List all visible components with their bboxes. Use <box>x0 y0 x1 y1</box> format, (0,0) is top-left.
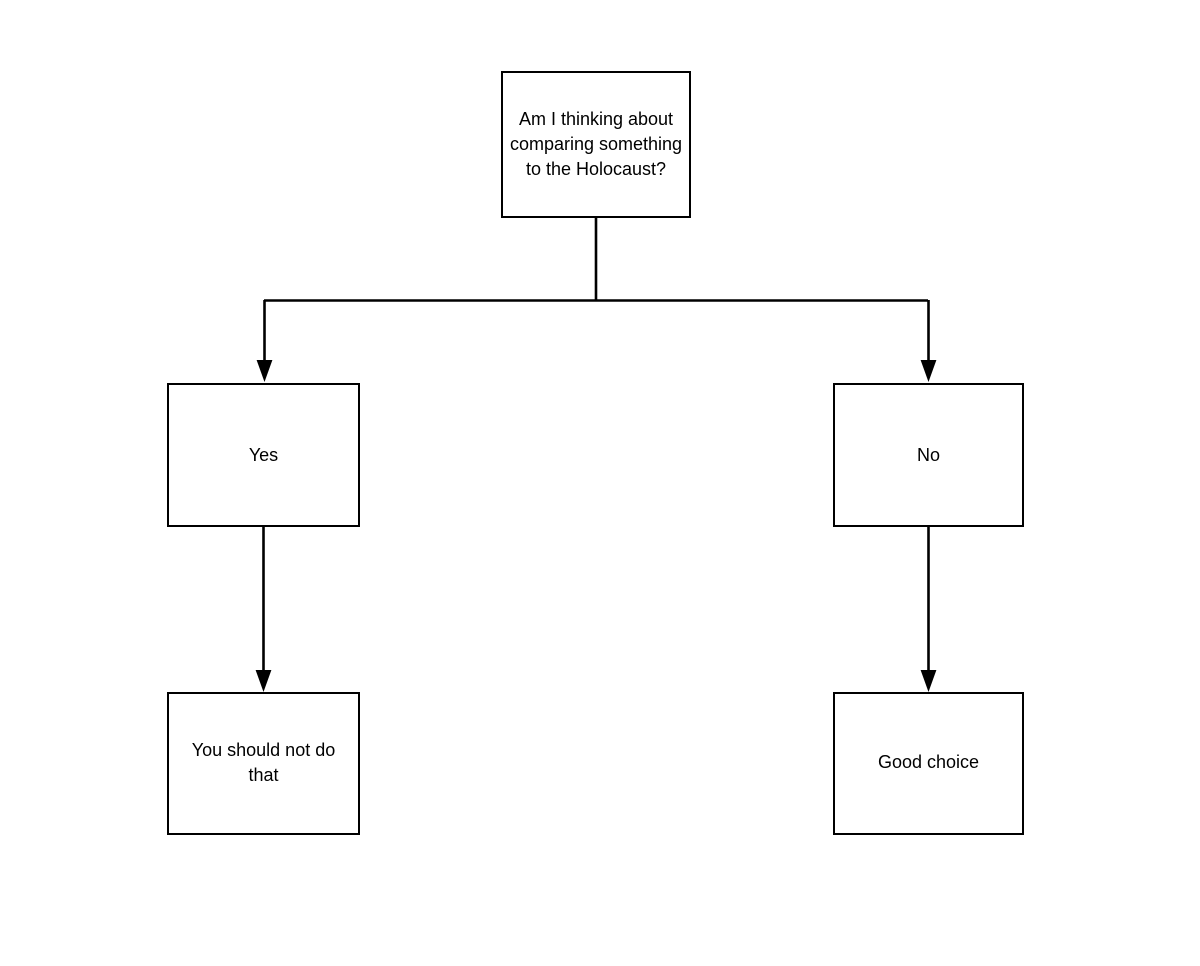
arrowhead-to-yes <box>256 360 273 382</box>
node-question[interactable]: Am I thinking about comparing something … <box>501 71 691 218</box>
node-yes-label: Yes <box>248 444 279 465</box>
node-no[interactable]: No <box>833 383 1024 527</box>
arrowhead-to-warning <box>255 670 272 692</box>
arrowhead-to-no <box>920 360 937 382</box>
node-outcome-warning[interactable]: You should not do that <box>167 692 360 835</box>
node-no-label: No <box>916 444 940 465</box>
node-outcome-warning-label: You should not do that <box>191 740 336 785</box>
node-question-label: Am I thinking about comparing something … <box>509 109 683 179</box>
node-outcome-good-label: Good choice <box>877 752 980 772</box>
node-yes[interactable]: Yes <box>167 383 360 527</box>
arrowhead-to-good <box>920 670 937 692</box>
node-outcome-good[interactable]: Good choice <box>833 692 1024 835</box>
